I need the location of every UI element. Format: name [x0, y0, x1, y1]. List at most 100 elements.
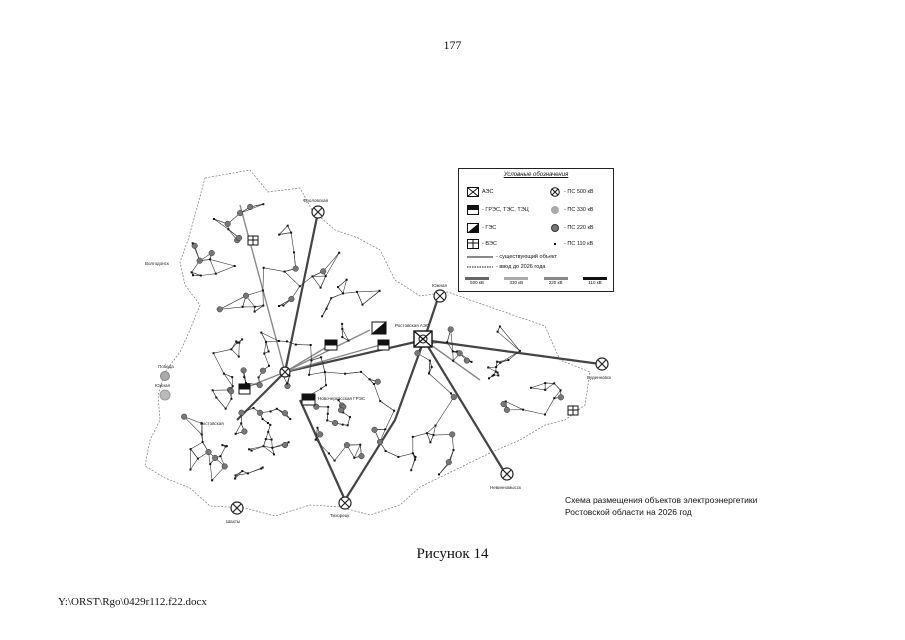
label-rostovskaya-aes: Ростовская АЭС	[395, 323, 430, 328]
ps110-node	[452, 359, 455, 362]
ps110-node	[316, 426, 319, 429]
ps110-node	[450, 392, 452, 395]
ps110-node	[309, 344, 312, 346]
ps110-node	[384, 450, 387, 452]
label-nevinnomyssk: Невинномысск	[490, 485, 521, 490]
ps220-node	[463, 357, 470, 364]
ps110-node	[347, 339, 350, 342]
map-caption-line1: Схема размещения объектов электроэнергет…	[565, 495, 758, 505]
label-budennovsk: Буденновск	[587, 375, 611, 380]
ps110-node	[311, 275, 314, 278]
ps220-node	[358, 453, 365, 460]
ps110-node	[252, 407, 255, 409]
ps110-node	[212, 218, 215, 220]
ps220-node	[449, 431, 456, 438]
ps110-node	[324, 275, 327, 278]
ps220-node	[376, 438, 384, 445]
ps110-node	[361, 303, 364, 306]
ps110-node	[209, 258, 211, 261]
ps110-node	[192, 274, 194, 277]
ps110-node	[233, 265, 236, 267]
ps110-node	[559, 389, 562, 392]
ps220-node	[414, 350, 421, 357]
legend-ps110: - ПС 110 кВ	[549, 239, 593, 249]
voltage-110: 110 кВ	[582, 277, 607, 285]
ps110-node	[353, 456, 356, 459]
ps500-rostovskaya	[279, 366, 291, 378]
ps110-node	[384, 428, 387, 431]
ps110-node	[262, 266, 265, 269]
ps110-node	[231, 376, 234, 379]
ps110-node	[341, 423, 344, 426]
rostovskaya-aes	[413, 330, 433, 348]
ps110-node	[344, 372, 347, 375]
ps110-node	[267, 422, 269, 424]
ps110-node	[504, 400, 507, 403]
ps220-node	[247, 203, 254, 210]
ps110-node	[215, 396, 218, 399]
ps110-node	[267, 350, 270, 353]
ps110-node	[496, 360, 499, 363]
ps110-node	[507, 359, 510, 361]
ps220-node	[241, 428, 248, 435]
ps110-node	[240, 422, 243, 425]
ps110-node	[290, 231, 293, 234]
ps110-node	[310, 359, 313, 362]
ps110-node	[236, 341, 239, 344]
ps220-node	[317, 431, 324, 438]
ps220-node	[196, 257, 203, 264]
ps110-node	[323, 371, 326, 374]
ps110-node	[314, 438, 317, 441]
ps110-node	[470, 360, 473, 363]
ps110-node	[430, 366, 433, 369]
ps220-node	[221, 463, 228, 470]
ps110-node	[248, 448, 251, 451]
ps110-node	[338, 251, 341, 254]
ps110-node	[277, 340, 280, 342]
legend-gres: - ГРЭС, ТЭС, ТЭЦ	[467, 205, 529, 215]
ps220-node	[456, 350, 463, 357]
ps110-node	[379, 400, 382, 403]
ps500-nevinnomyssk	[500, 467, 514, 481]
ps220-node	[450, 394, 457, 401]
ps110-node	[273, 453, 275, 456]
ps110-node	[227, 228, 230, 231]
ps110-node	[428, 372, 430, 375]
ges-icon	[467, 223, 479, 233]
ps110-node	[325, 384, 327, 387]
ps110-node	[237, 355, 240, 358]
footer-path: Y:\ORST\Rgo\0429r112.f22.docx	[58, 596, 207, 608]
ps110-node	[341, 327, 344, 330]
label-shakhty: Шахты	[226, 519, 240, 524]
label-volgodonsk: Волгодонск	[145, 261, 169, 266]
ps110-node	[221, 444, 224, 447]
ps110-node	[544, 388, 547, 391]
voltage-220: 220 кВ	[543, 277, 568, 285]
ps220-node	[320, 268, 327, 275]
ps110-node	[267, 430, 270, 433]
ps110-node	[522, 408, 525, 411]
ps110-node	[196, 457, 199, 460]
ps220-node	[256, 409, 264, 416]
ps110-node	[325, 307, 328, 310]
ps110-node	[234, 474, 237, 477]
ps110-node	[189, 448, 192, 451]
ps500-yuzhnaya	[433, 289, 447, 303]
ps110-node	[269, 423, 272, 426]
ps110-node	[275, 407, 278, 410]
ps110-node	[425, 432, 428, 435]
ps110-node	[241, 305, 244, 308]
ps110-node	[544, 382, 547, 385]
ps220-node	[288, 295, 295, 303]
ps110-node	[282, 304, 285, 307]
ps110-node	[378, 289, 381, 292]
ps110-node	[393, 409, 396, 412]
ps110-node	[264, 438, 267, 441]
ps220-node	[343, 442, 350, 449]
ps110-node	[356, 290, 358, 293]
ps110-node	[211, 389, 214, 392]
ps110-node	[214, 272, 217, 275]
ps500-substations	[230, 205, 609, 515]
region-outline	[144, 169, 591, 517]
ps110-node	[257, 376, 260, 379]
